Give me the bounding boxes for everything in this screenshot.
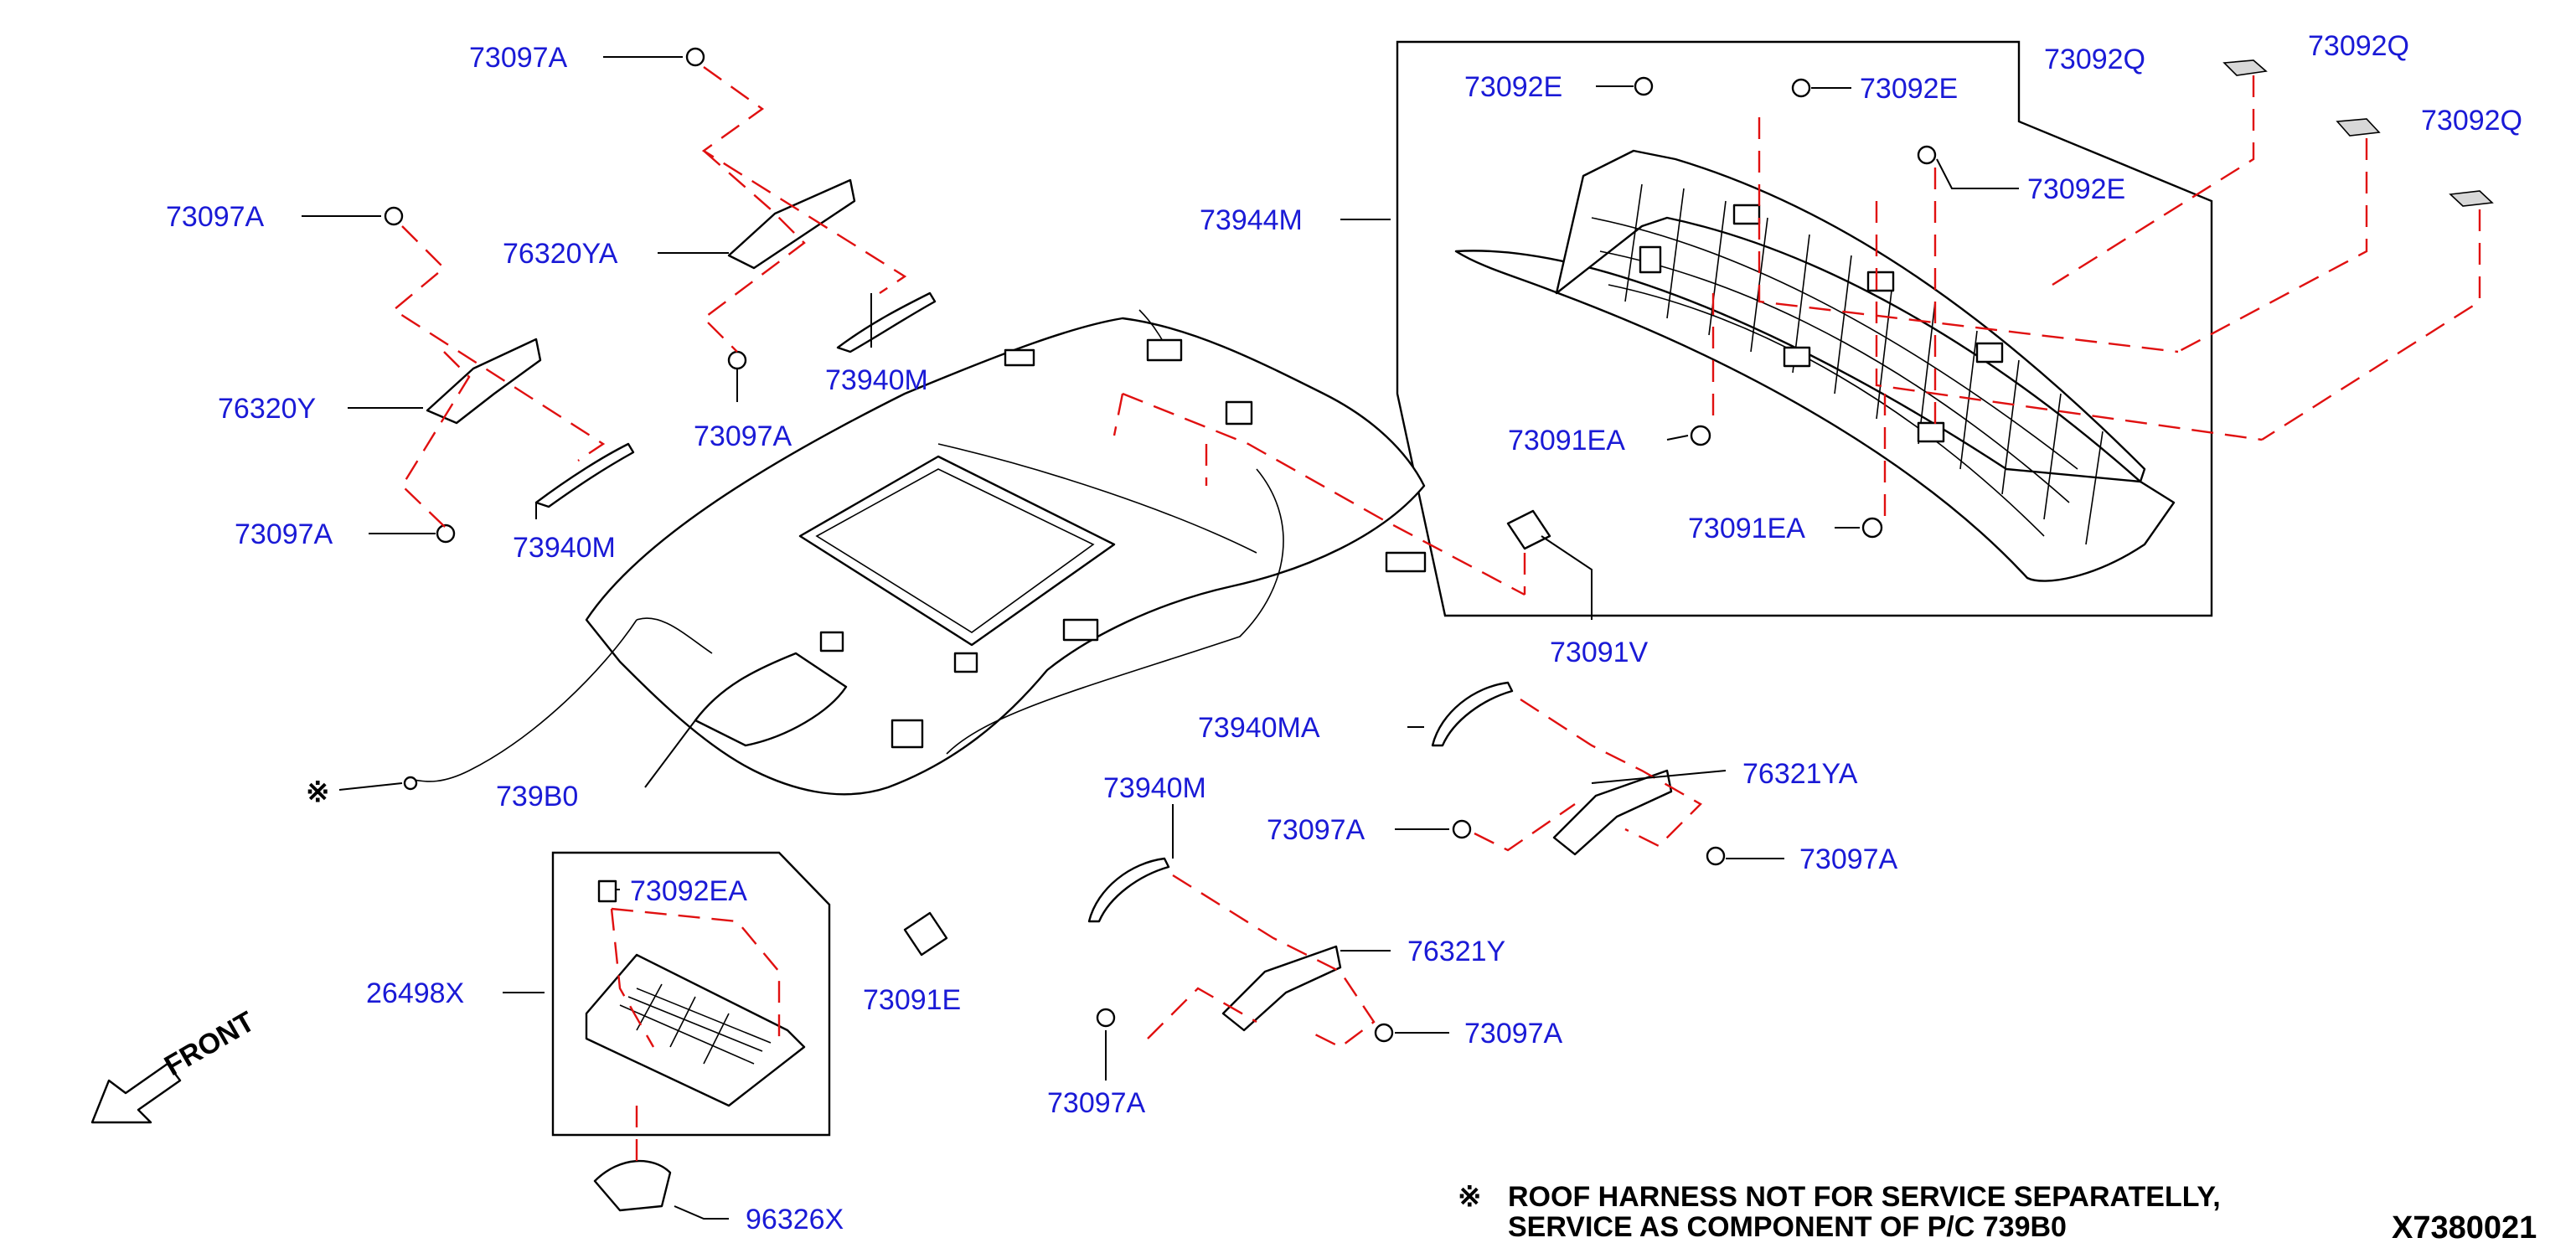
headlining-clip [1004, 348, 1035, 367]
pad-73091V [1506, 509, 1551, 550]
grip-bracket-76320Y [426, 338, 542, 425]
clip-73092E [1917, 145, 1937, 165]
roof-harness [410, 309, 1284, 782]
harness-connector [403, 776, 418, 791]
leader-lines [302, 56, 2019, 1220]
bolt-73097A [436, 524, 456, 544]
callout-73097A[interactable]: 73097A [235, 518, 333, 550]
callout-76321Y[interactable]: 76321Y [1407, 936, 1505, 967]
assembly-lines [391, 66, 2481, 1173]
callout-73940M[interactable]: 73940M [1103, 772, 1206, 804]
harness-symbol: ※ [306, 776, 330, 808]
callout-76321YA[interactable]: 76321YA [1742, 758, 1858, 790]
bolt-73097A [1452, 819, 1472, 839]
grip-bracket-76321Y [1221, 945, 1342, 1032]
rear-headlining-clip [1783, 346, 1811, 368]
rear-headlining-box [1396, 40, 2213, 617]
callout-73092E[interactable]: 73092E [1464, 71, 1562, 103]
rear-headlining-clip [1975, 342, 2004, 364]
headlining-clip [891, 719, 924, 749]
callout-73944M[interactable]: 73944M [1200, 204, 1303, 236]
left-grip-group [384, 47, 937, 544]
pad-73091E [903, 911, 948, 957]
clip-73091EA [1690, 425, 1711, 446]
right-grip-group [1087, 681, 1726, 1043]
callout-73091EA[interactable]: 73091EA [1688, 513, 1805, 544]
headlining-clip [1225, 400, 1253, 426]
callout-76320Y[interactable]: 76320Y [218, 393, 316, 425]
callout-73092Q[interactable]: 73092Q [2421, 105, 2522, 137]
clip-73092EA [597, 879, 617, 903]
map-lamp-opening [694, 652, 848, 747]
headlining-clip [819, 631, 844, 652]
bolt-73097A [1706, 846, 1726, 866]
callout-73097A[interactable]: 73097A [1464, 1018, 1563, 1050]
front-arrow: FRONT [90, 1005, 261, 1124]
headlining-clip [1146, 338, 1183, 362]
callout-739B0[interactable]: 739B0 [496, 781, 578, 812]
footnote-line-2: SERVICE AS COMPONENT OF P/C 739B0 [1508, 1211, 2067, 1243]
main-headlining-group [410, 309, 1427, 796]
callout-73940MA[interactable]: 73940MA [1198, 712, 1320, 744]
callout-73940M[interactable]: 73940M [513, 532, 616, 564]
map-lamp-cover-96326X [593, 1159, 672, 1212]
grip-bracket-76320YA [727, 178, 856, 270]
pad-73092Q [2336, 118, 2381, 137]
map-lamp-grille [619, 983, 772, 1065]
front-label: FRONT [159, 1005, 261, 1082]
rear-headlining-clip [1732, 204, 1761, 225]
footnote-line-1: ROOF HARNESS NOT FOR SERVICE SEPARATELLY… [1508, 1181, 2221, 1213]
sunroof-inner-edge [815, 468, 1095, 633]
headlining-clip [1385, 551, 1427, 573]
callout-73091E[interactable]: 73091E [863, 984, 961, 1016]
bolt-73097A [1096, 1008, 1116, 1028]
callout-96326X[interactable]: 96326X [746, 1204, 844, 1235]
pad-73092Q [2222, 59, 2268, 76]
diagram-id: X7380021 [2392, 1210, 2537, 1243]
harness-leader [338, 782, 403, 791]
bolt-73097A [1374, 1023, 1394, 1043]
headlining-clip [953, 652, 978, 673]
callout-73097A[interactable]: 73097A [1799, 843, 1898, 875]
rear-headlining-group [1396, 40, 2213, 617]
callout-73097A[interactable]: 73097A [1047, 1087, 1146, 1119]
bolt-73097A [384, 206, 404, 226]
grip-bracket-76321YA [1552, 769, 1673, 856]
pad-73092Q [2449, 190, 2494, 207]
assist-grip-73940M [534, 442, 635, 508]
bolt-73097A [685, 47, 705, 67]
callout-73091EA[interactable]: 73091EA [1508, 425, 1625, 456]
callout-73092E[interactable]: 73092E [1860, 73, 1958, 105]
rear-headlining-clip [1866, 271, 1895, 292]
callout-73097A[interactable]: 73097A [469, 42, 568, 74]
clip-73092E [1791, 78, 1811, 98]
clip-73091EA [1861, 517, 1883, 539]
callout-73092Q[interactable]: 73092Q [2044, 44, 2145, 75]
bolt-73097A [727, 350, 747, 370]
callout-26498X[interactable]: 26498X [366, 977, 464, 1009]
callout-73092Q[interactable]: 73092Q [2308, 30, 2409, 62]
map-lamp-housing-26498X [585, 953, 806, 1107]
assist-grip-73940M-upper [836, 291, 937, 353]
assist-grip-73940MA [1431, 681, 1514, 747]
callout-73091V[interactable]: 73091V [1550, 637, 1649, 668]
headlining-clip [1062, 618, 1099, 642]
callout-76320YA[interactable]: 76320YA [503, 238, 618, 270]
rear-headlining-clip [1639, 245, 1662, 274]
callout-73097A[interactable]: 73097A [1267, 814, 1365, 846]
callout-73097A[interactable]: 73097A [166, 201, 265, 233]
clip-73092E [1634, 76, 1654, 96]
assist-grip-73940M-rear [1087, 857, 1170, 923]
map-lamp-group [551, 851, 831, 1212]
rear-headlining-clip [1917, 421, 1945, 443]
callout-73097A[interactable]: 73097A [694, 420, 792, 452]
callout-73092E[interactable]: 73092E [2027, 173, 2125, 205]
callout-73940M[interactable]: 73940M [825, 364, 928, 396]
sunroof-opening [798, 455, 1116, 647]
footnote-symbol: ※ [1458, 1181, 1482, 1213]
callout-73092EA[interactable]: 73092EA [630, 875, 747, 907]
map-lamp-box [551, 851, 831, 1137]
